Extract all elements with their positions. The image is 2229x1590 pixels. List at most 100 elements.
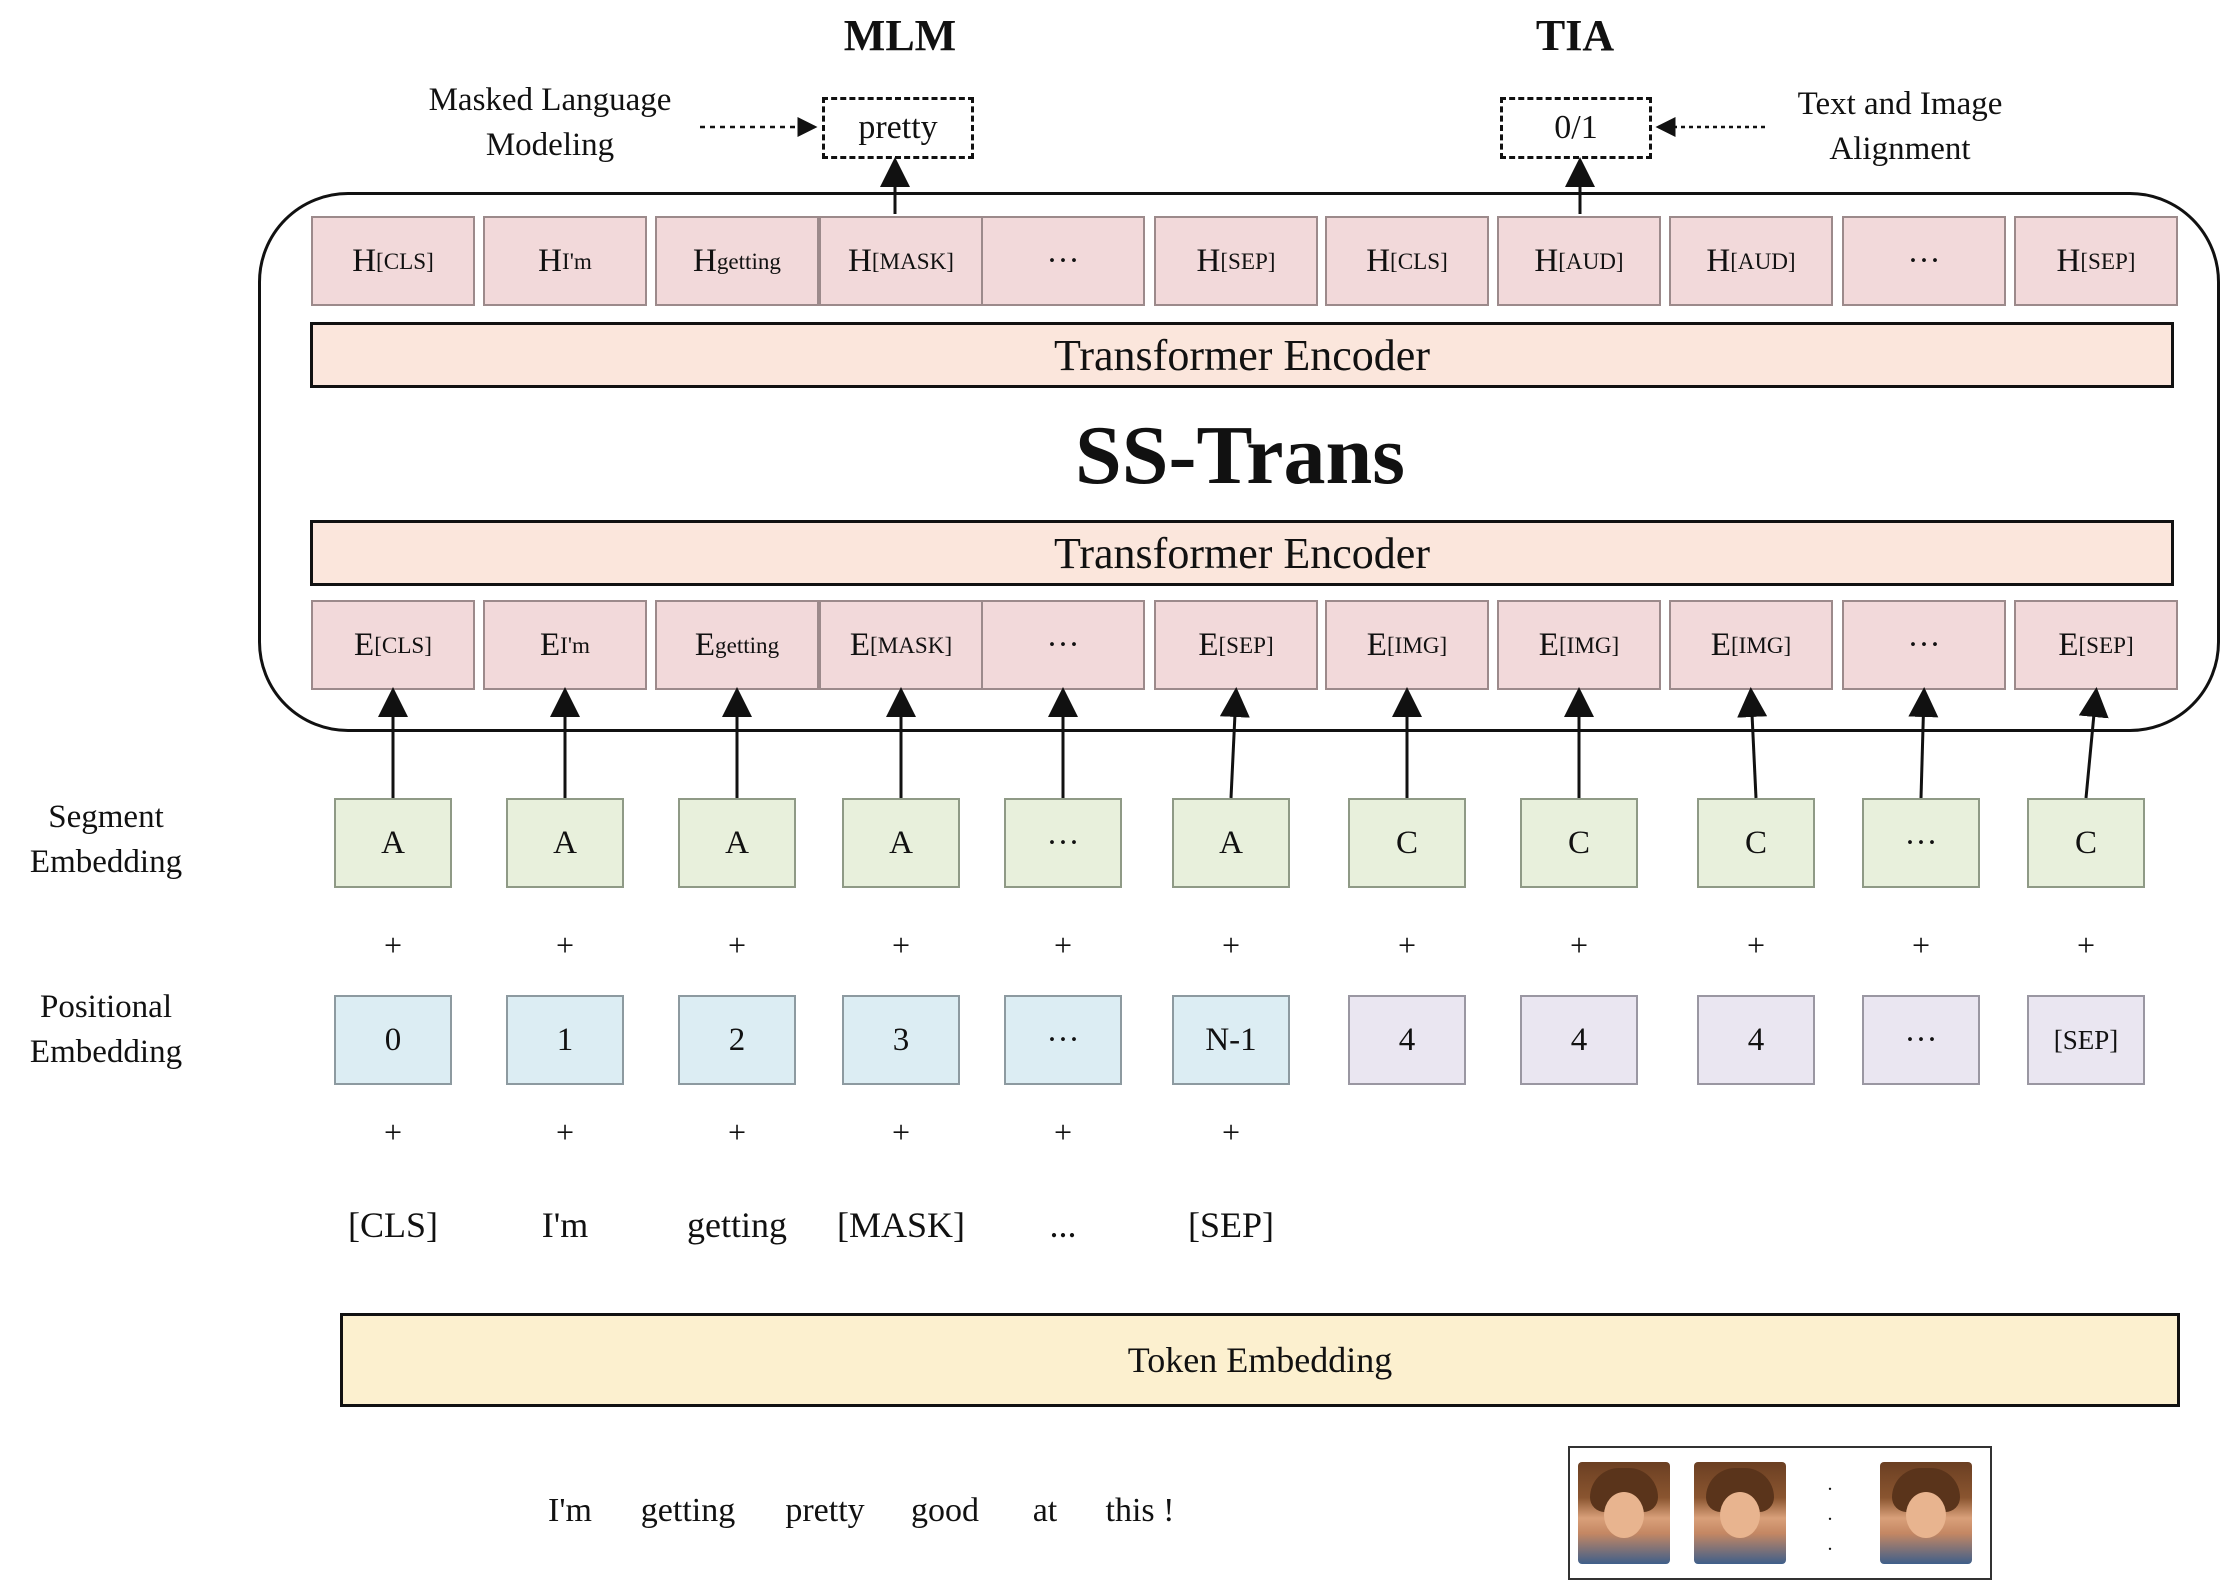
positional-cell-3: 2 [678, 995, 796, 1085]
hidden-cell-3-base: H [693, 242, 717, 279]
hidden-cell-2-sub: I'm [562, 247, 592, 274]
hidden-cell-6-base: H [1196, 242, 1221, 279]
embed-cell-10: ··· [1842, 600, 2006, 690]
transformer-encoder-bottom: Transformer Encoder [310, 520, 2174, 586]
image-frames-box: . . . [1568, 1446, 1992, 1580]
plus-sign-lower-1: + [383, 1113, 403, 1150]
segment-cell-3: A [678, 798, 796, 888]
plus-sign-7: + [1397, 926, 1417, 963]
hidden-cell-7: H[CLS] [1325, 216, 1489, 306]
segment-embedding-label-line2: Embedding [29, 843, 183, 880]
hidden-cell-1: H[CLS] [311, 216, 475, 306]
sentence-word-5: at [1032, 1492, 1058, 1529]
model-name: SS-Trans [1075, 408, 1405, 502]
hidden-cell-10: ··· [1842, 216, 2006, 306]
positional-cell-1: 0 [334, 995, 452, 1085]
embed-cell-11-sub: [SEP] [2078, 631, 2134, 658]
embed-cell-4-base: E [849, 626, 871, 663]
embed-cell-7-base: E [1366, 626, 1387, 663]
embed-cell-1-sub: [CLS] [374, 631, 432, 658]
face-frame-3 [1880, 1462, 1972, 1564]
hidden-cell-7-sub: [CLS] [1390, 247, 1448, 274]
positional-cell-7: 4 [1348, 995, 1466, 1085]
positional-cell-11: [SEP] [2027, 995, 2145, 1085]
plus-sign-6: + [1221, 926, 1241, 963]
embed-cell-10-base: ··· [1907, 626, 1941, 663]
embed-cell-9-sub: [IMG] [1730, 631, 1792, 658]
embed-cell-7: E[IMG] [1325, 600, 1489, 690]
segment-cell-1: A [334, 798, 452, 888]
mlm-description-line2: Modeling [485, 126, 615, 163]
tia-description-line1: Text and Image [1797, 86, 2003, 122]
embed-cell-11: E[SEP] [2014, 600, 2178, 690]
embed-cell-9-base: E [1710, 626, 1731, 663]
token-embedding-bar: Token Embedding [340, 1313, 2180, 1407]
embed-cell-9: E[IMG] [1669, 600, 1833, 690]
embed-cell-3-base: E [694, 626, 716, 663]
positional-embedding-label-line1: Positional [39, 989, 173, 1025]
token-6: [SEP] [1187, 1205, 1274, 1245]
image-dot-2: . [1827, 1502, 1833, 1525]
hidden-cell-4-sub: [MASK] [871, 247, 954, 274]
positional-cell-5: ··· [1004, 995, 1122, 1085]
plus-sign-lower-2: + [555, 1113, 575, 1150]
mlm-output-box: pretty [822, 97, 974, 159]
tia-description-line2: Alignment [1829, 130, 1971, 167]
positional-cell-9: 4 [1697, 995, 1815, 1085]
positional-embedding-label-line2: Embedding [29, 1033, 183, 1070]
ss-trans-model-container [258, 192, 2220, 732]
plus-sign-11: + [2076, 926, 2096, 963]
plus-sign-lower-4: + [891, 1113, 911, 1150]
embed-cell-5: ··· [981, 600, 1145, 690]
hidden-cell-8-base: H [1534, 242, 1559, 279]
mlm-description: Masked Language Modeling [390, 78, 710, 167]
hidden-cell-8: H[AUD] [1497, 216, 1661, 306]
sentence-word-2: getting [640, 1492, 736, 1529]
embed-cell-8-sub: [IMG] [1558, 631, 1620, 658]
face-frame-2 [1694, 1462, 1786, 1564]
hidden-cell-11: H[SEP] [2014, 216, 2178, 306]
hidden-cell-3-sub: getting [716, 247, 781, 274]
positional-cell-4: 3 [842, 995, 960, 1085]
hidden-cell-1-sub: [CLS] [376, 247, 434, 274]
hidden-cell-9: H[AUD] [1669, 216, 1833, 306]
plus-sign-9: + [1746, 926, 1766, 963]
positional-embedding-label: Positional Embedding [8, 985, 204, 1074]
embed-cell-2-base: E [540, 626, 561, 663]
positional-cell-8: 4 [1520, 995, 1638, 1085]
hidden-cell-5-base: ··· [1046, 242, 1080, 279]
plus-sign-5: + [1053, 926, 1073, 963]
segment-cell-7: C [1348, 798, 1466, 888]
segment-cell-5: ··· [1004, 798, 1122, 888]
tia-title: TIA [1535, 10, 1615, 60]
positional-cell-6: N-1 [1172, 995, 1290, 1085]
plus-sign-lower-5: + [1053, 1113, 1073, 1150]
segment-cell-9: C [1697, 798, 1815, 888]
embed-cell-8: E[IMG] [1497, 600, 1661, 690]
hidden-cell-8-sub: [AUD] [1558, 247, 1624, 274]
embed-cell-5-base: ··· [1046, 626, 1080, 663]
segment-cell-4: A [842, 798, 960, 888]
sentence-word-4: good [911, 1492, 979, 1529]
segment-embedding-label: Segment Embedding [8, 795, 204, 884]
embed-cell-8-base: E [1538, 626, 1559, 663]
segment-cell-10: ··· [1862, 798, 1980, 888]
embed-cell-6-base: E [1198, 626, 1219, 663]
tia-output-box: 0/1 [1500, 97, 1652, 159]
plus-sign-lower-6: + [1221, 1113, 1241, 1150]
segment-cell-11: C [2027, 798, 2145, 888]
mlm-description-line1: Masked Language [428, 82, 672, 118]
token-3: getting [687, 1205, 787, 1245]
hidden-cell-5: ··· [981, 216, 1145, 306]
embed-cell-6-sub: [SEP] [1218, 631, 1274, 658]
plus-sign-10: + [1911, 926, 1931, 963]
hidden-cell-6-sub: [SEP] [1220, 247, 1276, 274]
positional-cell-2: 1 [506, 995, 624, 1085]
hidden-cell-6: H[SEP] [1154, 216, 1318, 306]
segment-cell-2: A [506, 798, 624, 888]
embed-cell-3-sub: getting [715, 631, 780, 658]
sentence-word-3: pretty [785, 1492, 865, 1529]
